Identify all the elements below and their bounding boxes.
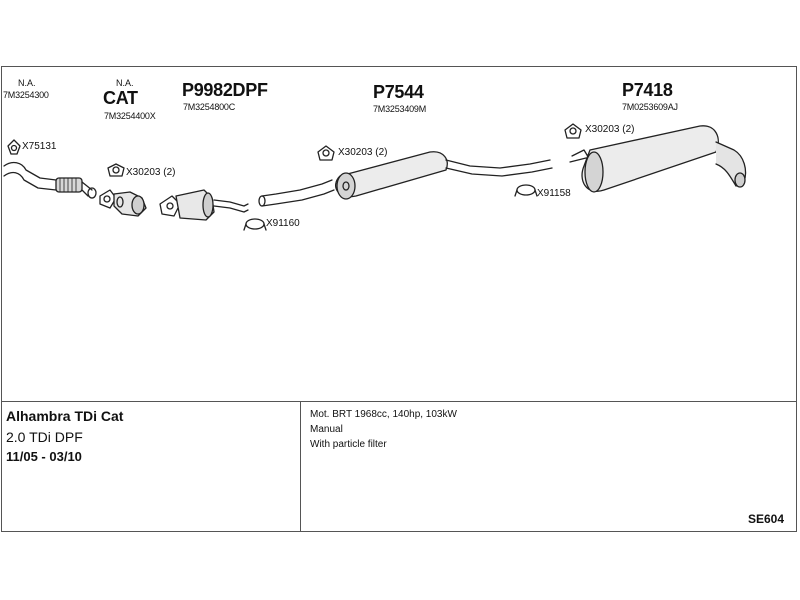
rear-silencer-name: P7418 (622, 80, 673, 100)
clamp-x30203-c-icon (564, 123, 582, 139)
clamp-x30203-b-icon (317, 145, 335, 161)
spec-transmission: Manual (310, 424, 343, 435)
fitting-x30203-b-label: X30203 (2) (338, 147, 388, 158)
gasket-x75131-icon (7, 139, 21, 155)
clamp-x91158-icon (514, 184, 538, 197)
reference-code: SE604 (748, 512, 785, 526)
diagram-frame (1, 66, 797, 532)
middle-silencer-code: 7M3253409M (373, 104, 427, 114)
fitting-x91158-label: X91158 (537, 188, 571, 199)
fitting-x75131-label: X75131 (22, 141, 57, 152)
front-pipe-na: N.A. (18, 78, 36, 88)
dpf-code: 7M3254800C (183, 102, 236, 112)
middle-silencer-name: P7544 (373, 82, 424, 102)
dpf-name: P9982DPF (182, 80, 268, 100)
cat-code: 7M3254400X (104, 111, 156, 121)
vehicle-engine: 2.0 TDi DPF (6, 429, 83, 445)
fitting-x30203-a-label: X30203 (2) (126, 167, 176, 178)
cat-na: N.A. (116, 78, 134, 88)
catalyst-icon (99, 189, 147, 217)
fitting-x30203-c-label: X30203 (2) (585, 124, 635, 135)
spec-engine: Mot. BRT 1968cc, 140hp, 103kW (310, 409, 457, 420)
vehicle-model: Alhambra TDi Cat (6, 408, 124, 424)
vehicle-years: 11/05 - 03/10 (6, 449, 82, 464)
fitting-x91160-label: X91160 (266, 218, 300, 229)
clamp-x30203-a-icon (107, 163, 125, 177)
spec-filter: With particle filter (310, 439, 387, 450)
cat-name: CAT (103, 88, 138, 108)
middle-silencer-icon (335, 151, 553, 200)
dpf-icon (159, 189, 249, 221)
divider-vertical (300, 401, 301, 532)
intermediate-pipe-icon (258, 179, 335, 207)
rear-silencer-icon (569, 125, 747, 193)
divider-horizontal (1, 401, 797, 402)
front-pipe-code: 7M3254300 (3, 90, 49, 100)
clamp-x91160-icon (243, 218, 267, 231)
rear-silencer-code: 7M0253609AJ (622, 102, 678, 112)
front-pipe-icon (3, 161, 97, 199)
